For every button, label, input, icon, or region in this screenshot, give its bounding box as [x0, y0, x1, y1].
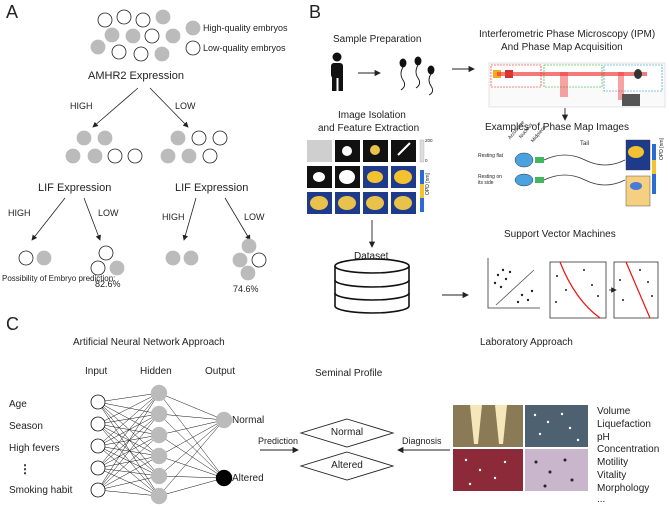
lif-high-right-label: HIGH: [162, 212, 185, 222]
legend-high-label: High-quality embryos: [203, 23, 288, 33]
legend-low-swatch: [185, 40, 201, 56]
possibility-label: Possibility of Embryo prediction:: [2, 274, 116, 283]
lab-param-6: Morphology: [597, 483, 650, 494]
panel-letter-b: B: [309, 2, 322, 22]
ann-title: Artificial Neural Network Approach: [73, 337, 225, 348]
lab-param-7: ...: [597, 494, 606, 505]
nn-connections: [97, 392, 225, 497]
isolation-title-line2: and Feature Extraction: [318, 123, 420, 134]
nn-output-normal: [215, 411, 233, 429]
diamond-altered-label: Altered: [331, 460, 363, 471]
col-hidden: Hidden: [140, 366, 172, 377]
output-altered-label: Altered: [232, 473, 264, 484]
lab-photos: [453, 405, 588, 491]
phase-map-grid: [307, 140, 416, 214]
ipm-title-line1: Interferometric Phase Microscopy (IPM): [479, 29, 656, 40]
lif-high-left-label: HIGH: [8, 208, 31, 218]
ipm-setup-diagram: [488, 62, 666, 108]
embryo-cluster-top: [90, 9, 181, 62]
embryo-cluster-high: [65, 130, 143, 164]
nn-output-altered: [215, 469, 233, 487]
database-icon: [334, 258, 410, 314]
tail-label: Tail: [580, 141, 590, 147]
pct-right: 74.6%: [233, 284, 259, 294]
input-label-1: Season: [9, 421, 43, 432]
input-label-3: ⋮: [19, 462, 31, 476]
legend-low-label: Low-quality embryos: [203, 43, 286, 53]
lif-low-left-label: LOW: [98, 208, 119, 218]
examples-title: Examples of Phase Map Images: [485, 122, 629, 133]
lab-param-1: Liquefaction: [597, 419, 651, 430]
lab-param-3: Concentration: [597, 444, 660, 455]
scale-top: 200: [425, 138, 433, 143]
lif-title-left: LIF Expression: [38, 182, 112, 194]
panel-letter-a: A: [6, 2, 19, 22]
opd-colorbar: [419, 139, 425, 163]
opd-label: OPD [nm]: [425, 173, 431, 195]
lif-title-right: LIF Expression: [175, 182, 249, 194]
panel-a-graphics: [18, 9, 267, 281]
diagnosis-label: Diagnosis: [402, 436, 442, 446]
input-label-2: High fevers: [9, 443, 60, 454]
nn-hidden-nodes: [150, 384, 168, 505]
amhr2-title: AMHR2 Expression: [88, 70, 184, 82]
lab-param-4: Motility: [597, 457, 629, 468]
legend-high-swatch: [185, 20, 201, 36]
diamond-normal-label: Normal: [330, 427, 364, 438]
lab-param-2: pH: [597, 432, 610, 443]
seminal-profile-diamond: [299, 418, 395, 481]
panel-c-graphics: [90, 384, 588, 505]
svm-plots: [487, 258, 659, 319]
lab-param-5: Vitality: [597, 470, 627, 481]
lab-param-0: Volume: [597, 406, 631, 417]
output-normal-label: Normal: [232, 415, 265, 426]
sperm-structure-diagram: [514, 139, 656, 207]
dataset-label: Dataset: [354, 251, 389, 262]
panel-letter-c: C: [6, 314, 19, 334]
pct-left: 82.6%: [95, 279, 121, 289]
branch-low-label: LOW: [175, 101, 196, 111]
input-label-0: Age: [9, 399, 27, 410]
input-label-4: Smoking habit: [9, 485, 73, 496]
svm-title: Support Vector Machines: [504, 229, 616, 240]
sperm-icon: [399, 56, 435, 96]
resting-flat-label: Resting flat: [478, 153, 504, 159]
seminal-profile-title: Seminal Profile: [315, 368, 383, 379]
prediction-label: Prediction: [258, 436, 299, 446]
panel-b-graphics: [307, 52, 666, 319]
branch-high-label: HIGH: [70, 101, 93, 111]
scale-bottom: 0: [425, 158, 428, 163]
sample-prep-title: Sample Preparation: [333, 34, 422, 45]
lif-low-right-label: LOW: [244, 212, 265, 222]
opd-label-right: OPD [nm]: [659, 138, 665, 160]
lab-title: Laboratory Approach: [480, 337, 573, 348]
nn-input-nodes: [90, 394, 106, 498]
col-output: Output: [205, 366, 236, 377]
embryo-cluster-low: [160, 130, 228, 164]
col-input: Input: [85, 366, 108, 377]
ipm-title-line2: And Phase Map Acquisition: [501, 42, 623, 53]
isolation-title-line1: Image Isolation: [338, 110, 406, 121]
person-icon: [331, 52, 343, 91]
resting-side-label: Resting on its side: [478, 174, 502, 186]
